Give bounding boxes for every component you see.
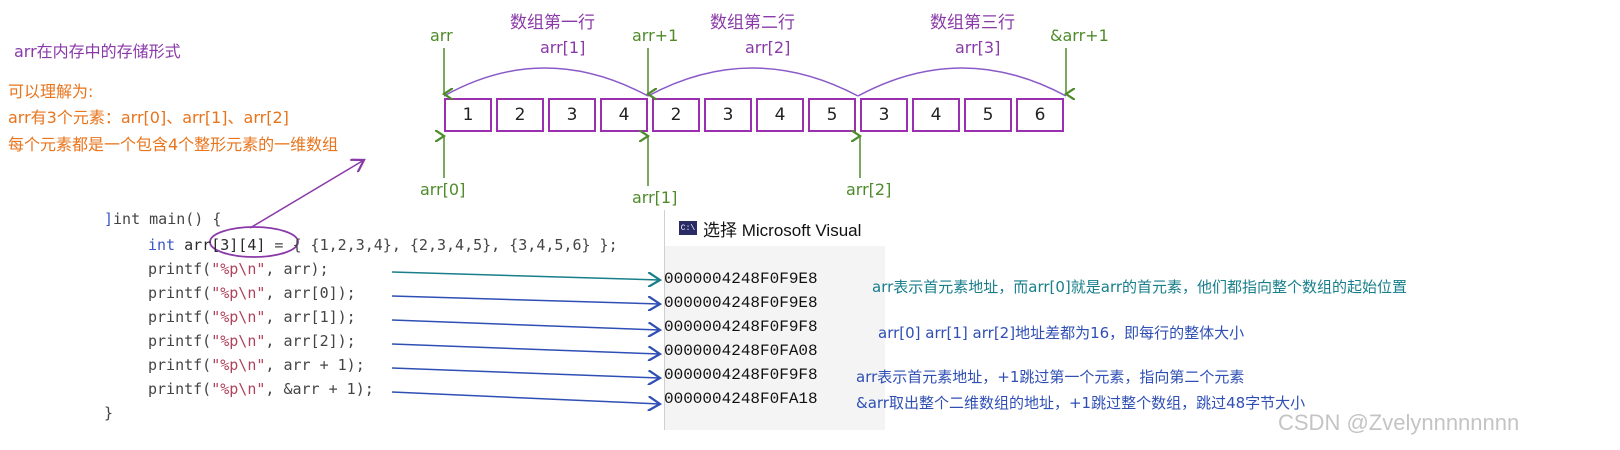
code-line-main: ]int main() { [104, 210, 222, 228]
watermark: CSDN @Zvelynnnnnnnn [1278, 410, 1520, 435]
row2-pointer-label: arr[2] [745, 38, 791, 57]
console-output-line: 0000004248F0F9E8 [664, 294, 818, 312]
row1-label: 数组第一行 [510, 13, 595, 33]
row2-label: 数组第二行 [710, 13, 795, 33]
memory-cell: 1 [444, 98, 492, 132]
console-title: 选择 Microsoft Visual [703, 220, 862, 240]
console-title-bar[interactable]: C:\ 选择 Microsoft Visual [665, 210, 885, 246]
memory-cell: 4 [600, 98, 648, 132]
understand-label: 可以理解为: [8, 82, 94, 101]
row3-pointer-label: arr[3] [955, 38, 1001, 57]
console-output-line: 0000004248F0F9F8 [664, 318, 818, 336]
arr2-pointer-label: arr[2] [846, 180, 892, 199]
console-output-line: 0000004248F0F9F8 [664, 366, 818, 384]
row3-label: 数组第三行 [930, 13, 1015, 33]
memory-cell: 3 [860, 98, 908, 132]
arr-plus1-pointer-label: arr+1 [632, 26, 679, 45]
code-line-printf-arr: printf("%p\n", arr); [148, 260, 329, 278]
code-line-decl: int arr[3][4] = { {1,2,3,4}, {2,3,4,5}, … [148, 236, 618, 254]
console-icon: C:\ [679, 221, 697, 235]
code-line-printf-arr0: printf("%p\n", arr[0]); [148, 284, 356, 302]
memory-cell: 3 [704, 98, 752, 132]
note-amp-arr-plus1: &arr取出整个二维数组的地址，+1跳过整个数组，跳过48字节大小 [856, 394, 1306, 412]
row1-pointer-label: arr[1] [540, 38, 586, 57]
code-line-printf-amp-arr-plus1: printf("%p\n", &arr + 1); [148, 380, 374, 398]
memory-cell: 3 [548, 98, 596, 132]
one-dim-array-line: 每个元素都是一个包含4个整形元素的一维数组 [8, 135, 339, 154]
code-line-close: } [104, 404, 114, 422]
memory-cell: 5 [808, 98, 856, 132]
memory-cell: 4 [912, 98, 960, 132]
note-row-difference: arr[0] arr[1] arr[2]地址差都为16，即每行的整体大小 [878, 324, 1245, 342]
console-output-line: 0000004248F0FA18 [664, 390, 818, 408]
console-window: C:\ 选择 Microsoft Visual [664, 210, 885, 430]
arr1-pointer-label: arr[1] [632, 188, 678, 207]
memory-cell: 4 [756, 98, 804, 132]
storage-title: arr在内存中的存储形式 [14, 42, 181, 61]
elements-line: arr有3个元素：arr[0]、arr[1]、arr[2] [8, 108, 289, 127]
memory-cell: 2 [496, 98, 544, 132]
amp-arr-plus1-pointer-label: &arr+1 [1050, 26, 1109, 45]
console-output-line: 0000004248F0F9E8 [664, 270, 818, 288]
arr0-pointer-label: arr[0] [420, 180, 466, 199]
code-line-printf-arr1: printf("%p\n", arr[1]); [148, 308, 356, 326]
memory-cell: 6 [1016, 98, 1064, 132]
note-arr-plus1: arr表示首元素地址，+1跳过第一个元素，指向第二个元素 [856, 368, 1245, 386]
console-output-line: 0000004248F0FA08 [664, 342, 818, 360]
note-arr-first-element: arr表示首元素地址，而arr[0]就是arr的首元素，他们都指向整个数组的起始… [872, 278, 1408, 296]
code-line-printf-arr2: printf("%p\n", arr[2]); [148, 332, 356, 350]
memory-cell: 5 [964, 98, 1012, 132]
arr-pointer-label: arr [430, 26, 453, 45]
code-line-printf-arr-plus1: printf("%p\n", arr + 1); [148, 356, 365, 374]
memory-cell: 2 [652, 98, 700, 132]
